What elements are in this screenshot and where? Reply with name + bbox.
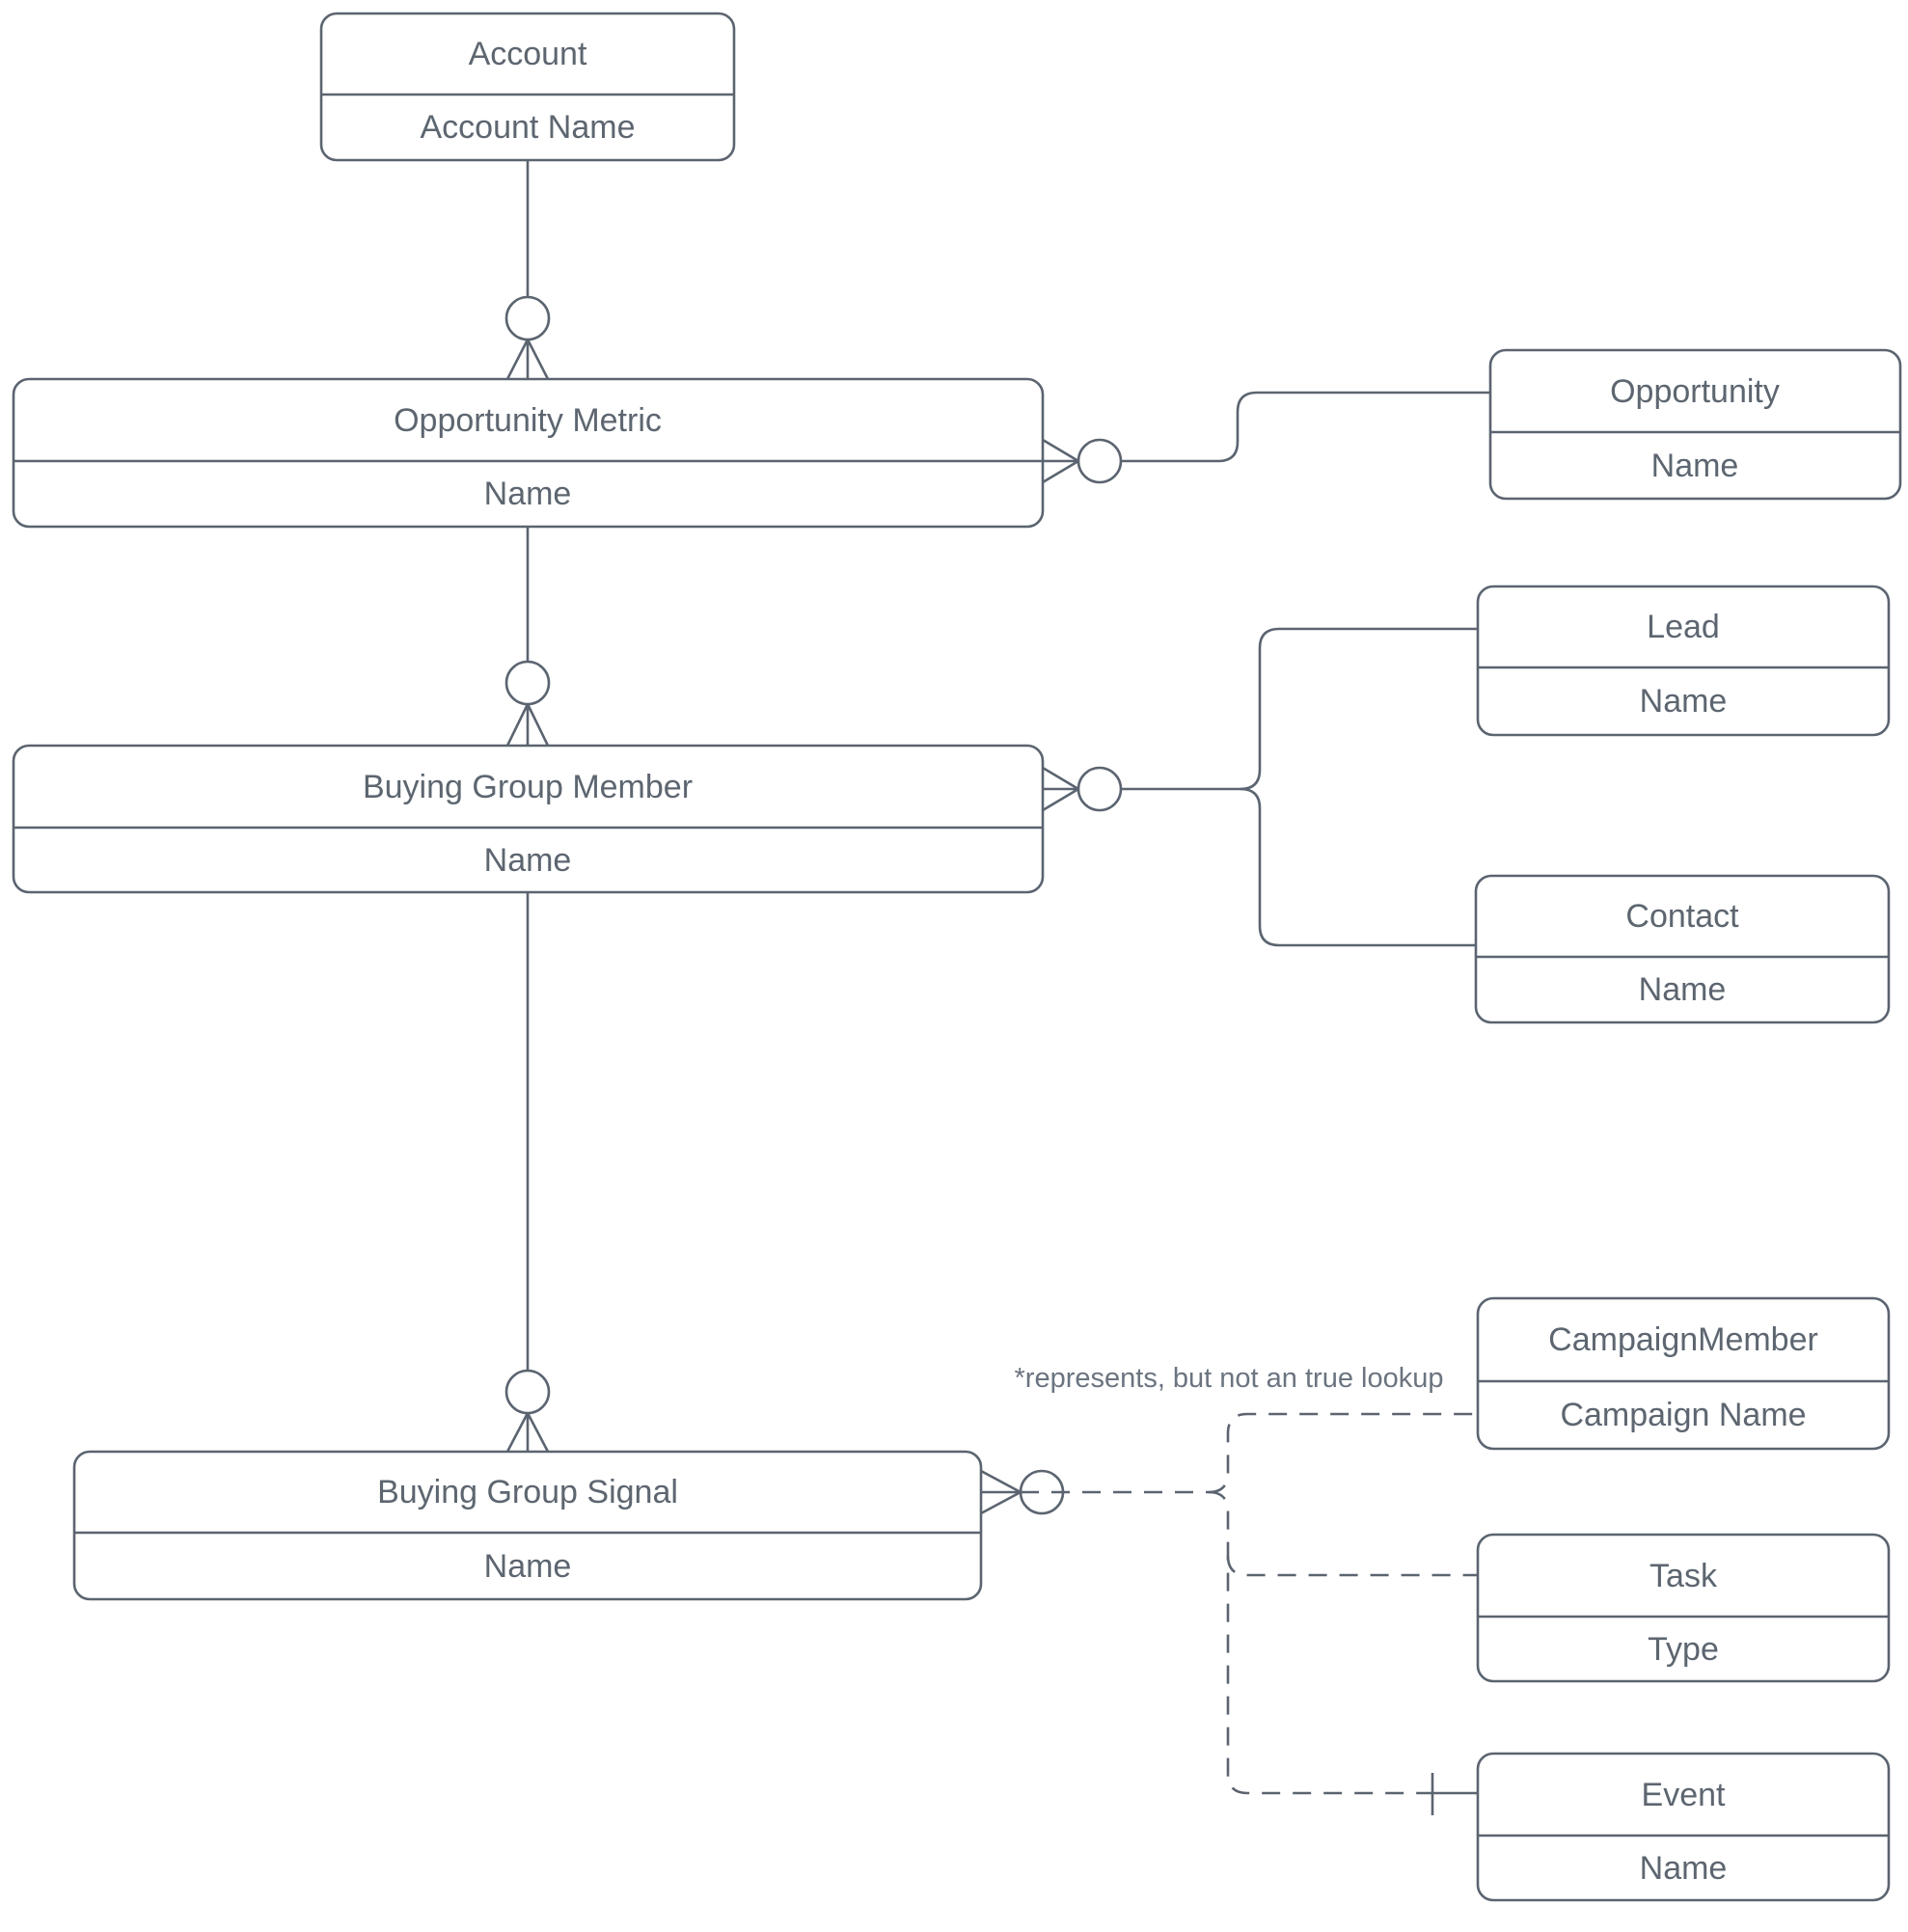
crows-foot-many-icon (505, 1412, 550, 1453)
relationship-opportunity-metric-opportunity (1042, 391, 1490, 484)
entity-task[interactable]: Task Type (1476, 1533, 1891, 1683)
relationship-opportunity-metric-buying-group-member (504, 527, 551, 747)
entity-attribute: Name (1651, 448, 1739, 484)
entity-attribute: Name (1640, 1850, 1728, 1887)
relationship-line-to-campaign-member (1208, 1412, 1478, 1494)
entity-title: Lead (1647, 609, 1720, 645)
entity-attribute: Name (484, 1548, 572, 1585)
entity-title: Buying Group Member (363, 769, 693, 805)
entity-attribute: Account Name (421, 109, 636, 146)
entity-account[interactable]: Account Account Name (319, 12, 736, 162)
relationship-line-to-task (1226, 1555, 1478, 1577)
zero-cardinality-circle-icon (1077, 438, 1123, 484)
entity-attribute: Name (484, 842, 572, 879)
crows-foot-many-icon (1042, 766, 1079, 812)
entity-attribute: Campaign Name (1560, 1397, 1806, 1433)
zero-cardinality-circle-icon (504, 295, 551, 341)
entity-box[interactable] (1476, 585, 1891, 737)
entity-buying-group-signal[interactable]: Buying Group Signal Name (72, 1450, 983, 1601)
relationship-account-opportunity-metric (504, 160, 551, 380)
entity-attribute: Name (1639, 971, 1727, 1008)
crows-foot-many-icon (1042, 438, 1079, 484)
relationship-line-to-lead (1121, 627, 1478, 791)
entity-box[interactable] (319, 12, 736, 162)
entity-box[interactable] (12, 744, 1045, 894)
relationship-line-to-contact (1240, 787, 1476, 947)
entity-title: Opportunity Metric (394, 402, 662, 439)
crows-foot-many-icon (505, 339, 550, 380)
entity-contact[interactable]: Contact Name (1474, 874, 1891, 1024)
entity-title: Task (1649, 1558, 1718, 1594)
entity-box[interactable] (12, 377, 1045, 529)
annotation-note: *represents, but not an true lookup (1015, 1363, 1444, 1394)
entity-title: Contact (1625, 898, 1739, 935)
entity-buying-group-member[interactable]: Buying Group Member Name (12, 744, 1045, 894)
entity-opportunity[interactable]: Opportunity Name (1488, 348, 1902, 501)
entity-box[interactable] (1476, 1752, 1891, 1902)
entity-title: Account (469, 36, 587, 72)
entity-title: Buying Group Signal (377, 1474, 678, 1510)
entity-title: Opportunity (1610, 373, 1780, 410)
entity-attribute: Type (1648, 1631, 1719, 1668)
relationship-line-to-event (1208, 1490, 1432, 1795)
entity-box[interactable] (1476, 1533, 1891, 1683)
entity-lead[interactable]: Lead Name (1476, 585, 1891, 737)
entity-campaign-member[interactable]: CampaignMember Campaign Name (1476, 1296, 1891, 1451)
entity-attribute: Name (484, 476, 572, 512)
zero-cardinality-circle-icon (1077, 766, 1123, 812)
relationship-buying-group-signal-activities (980, 1412, 1478, 1815)
crows-foot-many-icon (980, 1469, 1022, 1515)
relationship-buying-group-member-buying-group-signal (504, 892, 551, 1453)
relationship-buying-group-member-lead-contact (1042, 627, 1478, 947)
entity-box[interactable] (1476, 1296, 1891, 1451)
entity-box[interactable] (72, 1450, 983, 1601)
zero-cardinality-circle-icon (1019, 1469, 1065, 1515)
entity-box[interactable] (1488, 348, 1902, 501)
entity-box[interactable] (1474, 874, 1891, 1024)
entity-event[interactable]: Event Name (1476, 1752, 1891, 1902)
entity-title: CampaignMember (1548, 1321, 1818, 1358)
relationship-line (1121, 391, 1490, 463)
entity-attribute: Name (1640, 683, 1728, 720)
zero-cardinality-circle-icon (504, 660, 551, 706)
entity-opportunity-metric[interactable]: Opportunity Metric Name (12, 377, 1045, 529)
zero-cardinality-circle-icon (504, 1369, 551, 1415)
crows-foot-many-icon (505, 703, 550, 747)
entity-title: Event (1642, 1777, 1726, 1813)
